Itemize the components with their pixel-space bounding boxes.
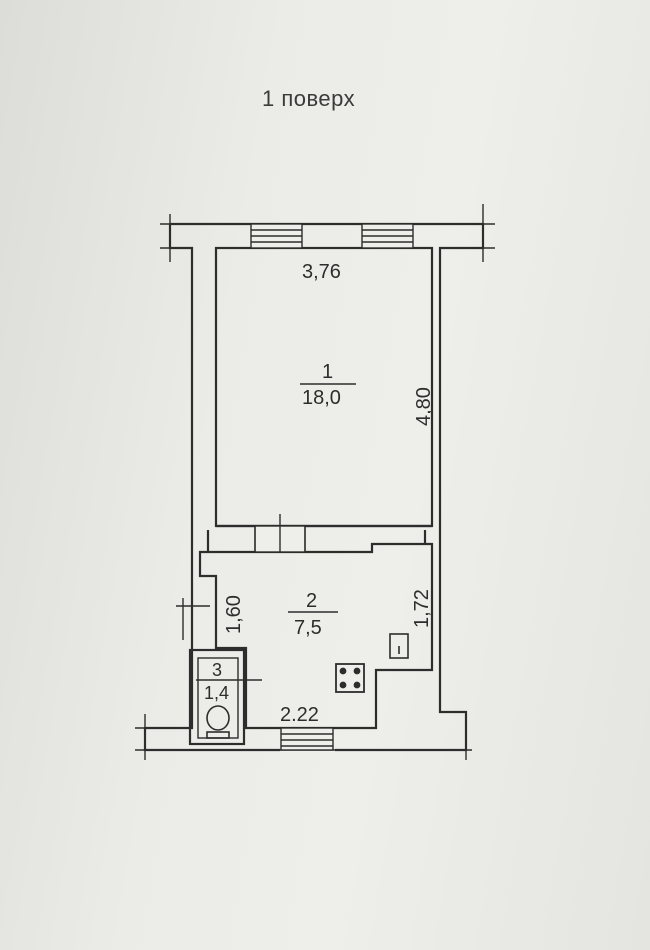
room-1-number: 1 <box>322 361 333 383</box>
room-3-outline <box>188 648 246 746</box>
outer-walls <box>143 222 485 752</box>
floor-label: 1 поверх <box>262 86 356 111</box>
room-1-width-label: 3,76 <box>302 261 341 283</box>
toilet-icon <box>206 705 230 739</box>
room-1-length-label: 4,80 <box>413 387 435 426</box>
interior-door <box>254 514 306 553</box>
room-3-number: 3 <box>212 660 222 680</box>
room-2-bottom-label: 2.22 <box>280 704 319 726</box>
stove-icon <box>335 663 365 693</box>
room-2-right-label: 1,72 <box>411 589 433 628</box>
entrance-door <box>280 727 334 751</box>
room-1-area: 18,0 <box>302 387 341 409</box>
window-left <box>250 223 303 249</box>
room-2-area: 7,5 <box>294 617 322 639</box>
room-2-left-label: 1,60 <box>223 595 245 634</box>
sink-icon <box>389 633 409 659</box>
room-2-outline <box>198 542 434 730</box>
window-right <box>361 223 414 249</box>
room-3-area: 1,4 <box>204 683 229 703</box>
room-2-number: 2 <box>306 590 317 612</box>
